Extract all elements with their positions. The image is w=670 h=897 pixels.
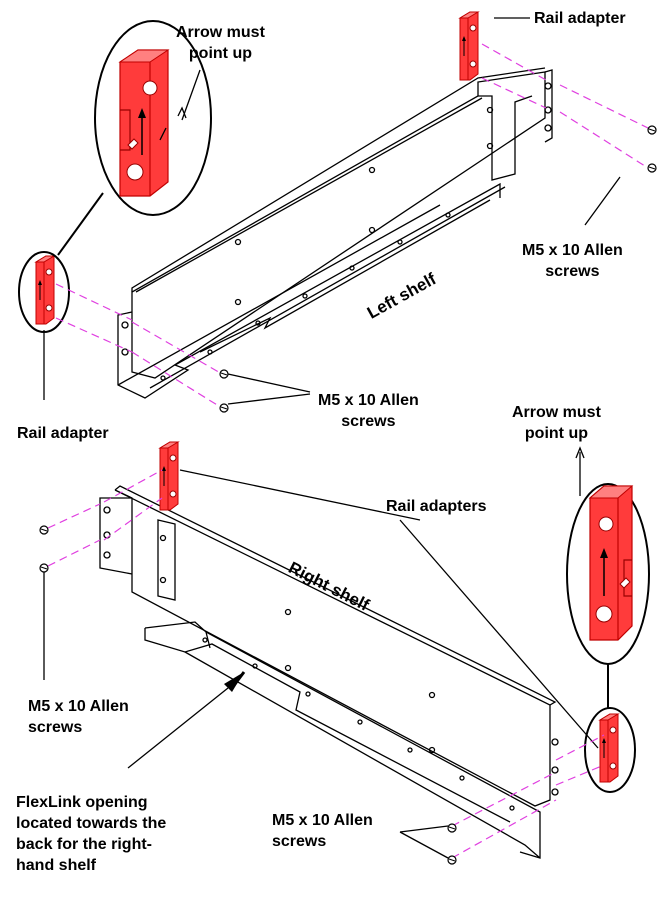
right-shelf-drawing [99, 485, 559, 859]
screws-label-left-middle: M5 x 10 Allen screws [318, 392, 419, 430]
top-leader-lines [43, 17, 621, 405]
arrow-must-point-up-label-right: Arrow must point up [512, 404, 601, 442]
top-screw-guides [55, 43, 649, 409]
rail-adapters-label: Rail adapters [386, 498, 487, 515]
screws-label-bottom-left: M5 x 10 Allen screws [28, 698, 129, 736]
screws-label-top-right: M5 x 10 Allen screws [522, 242, 623, 280]
rail-adapter-top-right [459, 11, 479, 81]
rail-adapter-label-top-right: Rail adapter [534, 10, 626, 27]
rail-adapter-left [35, 255, 55, 325]
rail-adapter-label-left: Rail adapter [17, 425, 109, 442]
bottom-screw-guides [47, 469, 605, 859]
adapter-magnified-view-right [566, 483, 650, 665]
adapter-highlight-circle-right [584, 707, 636, 793]
adapter-magnified-view-top [94, 20, 212, 216]
rail-adapter-bottom-top [159, 441, 179, 511]
left-shelf-drawing [117, 67, 553, 399]
arrow-must-point-up-label-top: Arrow must point up [176, 24, 265, 62]
flexlink-note: FlexLink opening located towards the bac… [16, 794, 167, 874]
screws-label-bottom-right: M5 x 10 Allen screws [272, 812, 373, 850]
bottom-leader-lines [43, 446, 599, 859]
rail-adapter-bottom-right [599, 713, 619, 783]
